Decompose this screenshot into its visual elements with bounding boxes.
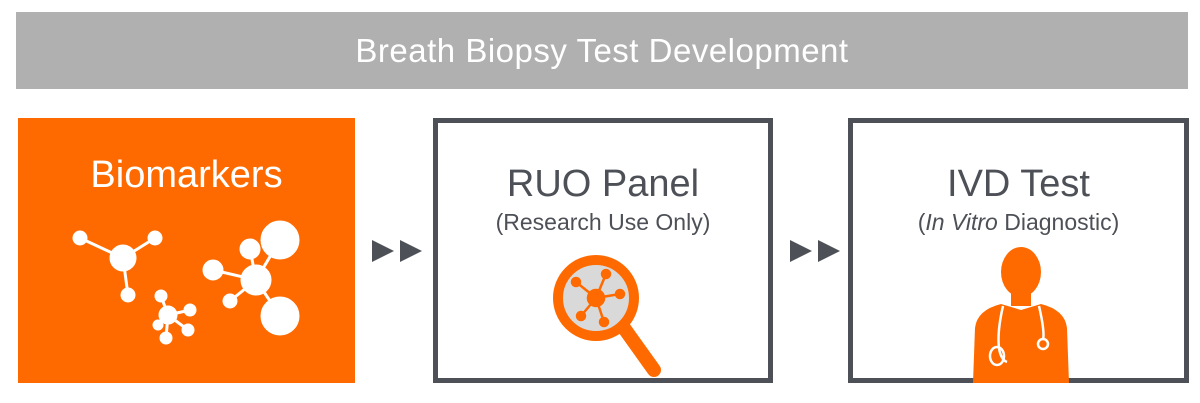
subtitle-italic-part: In Vitro [925, 209, 998, 235]
molecules-icon [72, 220, 300, 345]
magnifier-molecule-icon [553, 255, 661, 377]
stage-biomarkers-title: Biomarkers [90, 154, 283, 196]
double-arrow-icon [790, 240, 844, 262]
double-arrow-icon [372, 240, 426, 262]
stage-ruo-panel: RUO Panel (Research Use Only) [433, 118, 773, 383]
stage-ivd-subtitle: (In Vitro Diagnostic) [917, 209, 1120, 235]
stage-ruo-subtitle: (Research Use Only) [495, 209, 711, 235]
doctor-stethoscope-icon [973, 247, 1069, 383]
stage-ivd-title: IVD Test [947, 163, 1090, 205]
stage-ruo-title: RUO Panel [506, 163, 700, 205]
stage-biomarkers: Biomarkers [18, 118, 355, 383]
banner-title: Breath Biopsy Test Development [355, 31, 849, 69]
stage-ivd-test: IVD Test (In Vitro Diagnostic) [848, 118, 1189, 383]
title-banner: Breath Biopsy Test Development [16, 12, 1188, 89]
